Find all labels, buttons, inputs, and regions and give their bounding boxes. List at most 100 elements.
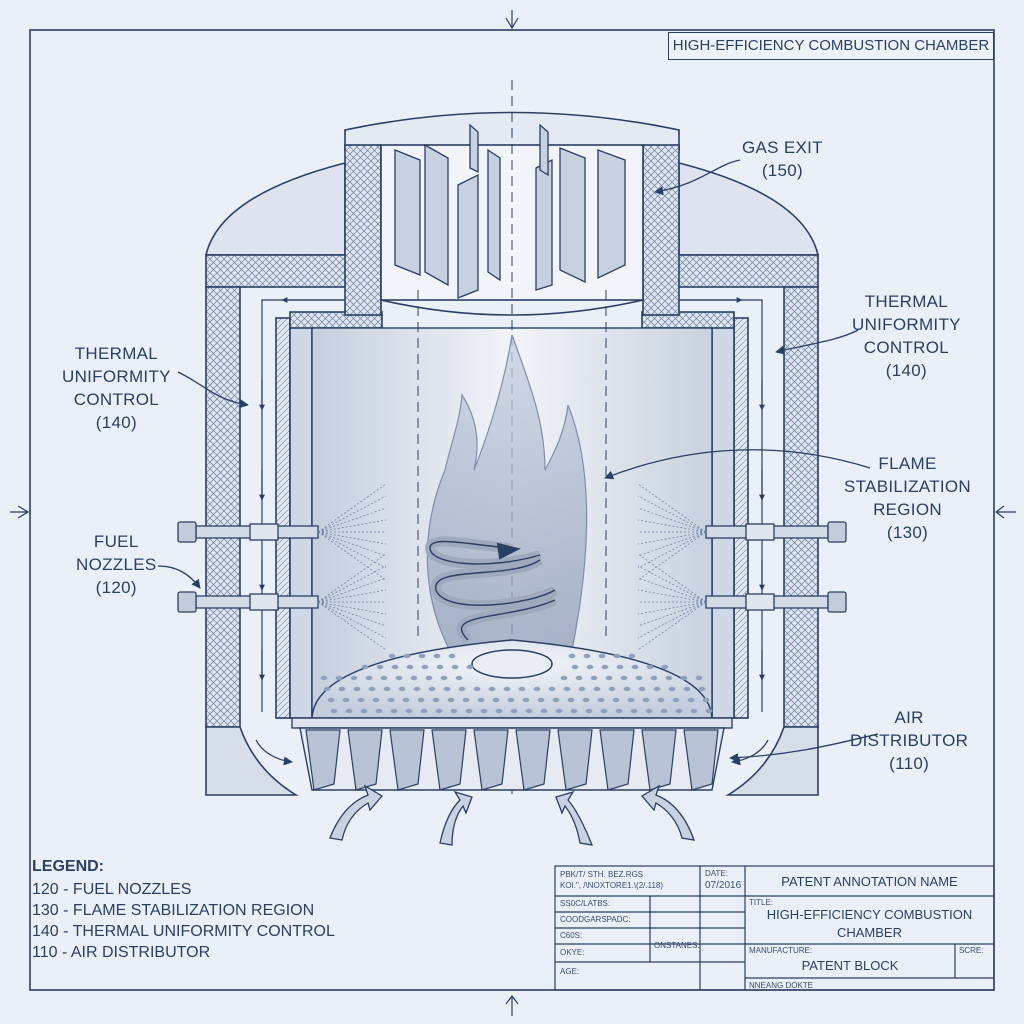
perforation-hole (519, 687, 526, 691)
perforation-hole (456, 676, 463, 680)
perforation-hole (614, 654, 621, 658)
perforation-hole (616, 709, 623, 713)
perforation-hole (321, 676, 328, 680)
perforation-hole (422, 665, 429, 669)
legend-item: 140 - THERMAL UNIFORMITY CONTROL (32, 921, 335, 942)
perforation-hole (621, 676, 628, 680)
perforation-hole (617, 665, 624, 669)
perforation-hole (361, 709, 368, 713)
perforation-hole (571, 709, 578, 713)
perforation-hole (534, 687, 541, 691)
tb-row-7: NNEANG DOKTE (749, 981, 813, 990)
perforation-hole (351, 676, 358, 680)
perforation-hole (669, 687, 676, 691)
label-thermal-left: THERMAL UNIFORMITY CONTROL (140) (62, 342, 171, 434)
label-fuel-nozzles: FUEL NOZZLES (120) (76, 530, 157, 599)
perforation-hole (466, 709, 473, 713)
perforation-hole (489, 687, 496, 691)
perforation-hole (602, 665, 609, 669)
perforation-hole (358, 698, 365, 702)
perforation-hole (599, 654, 606, 658)
perforation-hole (339, 687, 346, 691)
tb-date: 07/2016 (705, 880, 741, 891)
perforation-hole (441, 676, 448, 680)
perforation-hole (328, 698, 335, 702)
perforation-hole (504, 687, 511, 691)
legend: LEGEND: 120 - FUEL NOZZLES 130 - FLAME S… (32, 856, 335, 963)
perforation-hole (418, 698, 425, 702)
perforation-hole (579, 687, 586, 691)
drawing-title-box: HIGH-EFFICIENCY COMBUSTION CHAMBER (668, 32, 994, 60)
perforation-hole (606, 676, 613, 680)
perforation-hole (448, 698, 455, 702)
nozzle-collar (746, 594, 774, 610)
nozzle-collar (250, 594, 278, 610)
perforation-hole (376, 709, 383, 713)
perforation-hole (564, 687, 571, 691)
perforation-hole (377, 665, 384, 669)
perforation-hole (556, 709, 563, 713)
tb-row-6: AGE: (560, 967, 579, 976)
perforation-hole (474, 687, 481, 691)
perforation-hole (609, 687, 616, 691)
perforation-hole (403, 698, 410, 702)
perforation-hole (628, 698, 635, 702)
tb-row-4: C60S: (560, 931, 582, 940)
perforation-hole (451, 709, 458, 713)
perforation-hole (414, 687, 421, 691)
perforation-hole (478, 698, 485, 702)
perforation-hole (391, 709, 398, 713)
perforation-hole (598, 698, 605, 702)
perforation-hole (569, 654, 576, 658)
perforation-hole (421, 709, 428, 713)
label-flame-region: FLAME STABILIZATION REGION (130) (844, 452, 971, 544)
perforation-hole (493, 698, 500, 702)
perforation-hole (406, 709, 413, 713)
tb-manufacture-label: MANUFACTURE: (749, 946, 812, 955)
perforation-hole (676, 709, 683, 713)
perforation-hole (429, 687, 436, 691)
perforation-hole (568, 698, 575, 702)
perforation-hole (549, 687, 556, 691)
legend-item: 130 - FLAME STABILIZATION REGION (32, 900, 335, 921)
perforation-hole (434, 654, 441, 658)
tb-ref-line-2: KOI.", /\NOXTORE1.\(2/.118) (560, 881, 663, 890)
tb-title-line-1: HIGH-EFFICIENCY COMBUSTION (745, 907, 994, 922)
perforation-hole (584, 654, 591, 658)
tb-row-3: COODGARSPADC: (560, 915, 631, 924)
label-thermal-right: THERMAL UNIFORMITY CONTROL (140) (852, 290, 961, 382)
perforation-hole (691, 709, 698, 713)
perforation-hole (591, 676, 598, 680)
perforation-hole (684, 687, 691, 691)
tb-annotation-name: PATENT ANNOTATION NAME (745, 874, 994, 889)
tb-row-5a: OKYE: (560, 948, 584, 957)
perforation-hole (426, 676, 433, 680)
perforation-hole (647, 665, 654, 669)
perforation-hole (576, 676, 583, 680)
perforation-hole (526, 709, 533, 713)
perforation-hole (662, 665, 669, 669)
perforation-hole (346, 709, 353, 713)
perforation-hole (366, 676, 373, 680)
perforation-hole (436, 709, 443, 713)
perforation-hole (639, 687, 646, 691)
perforation-hole (459, 687, 466, 691)
perforation-hole (561, 676, 568, 680)
perforation-hole (481, 709, 488, 713)
perforation-hole (643, 698, 650, 702)
nozzle-nut (828, 592, 846, 612)
perforation-hole (362, 665, 369, 669)
perforation-hole (399, 687, 406, 691)
tb-date-label: DATE: (705, 869, 728, 878)
nozzle-collar (746, 524, 774, 540)
perforation-hole (666, 676, 673, 680)
perforation-hole (419, 654, 426, 658)
perforation-hole (369, 687, 376, 691)
perforation-hole (658, 698, 665, 702)
tb-row-2: SS0C/LATBS: (560, 899, 610, 908)
perforation-hole (336, 676, 343, 680)
incoming-air-arrows (330, 786, 694, 845)
perforation-hole (444, 687, 451, 691)
perforation-hole (523, 698, 530, 702)
perforation-hole (587, 665, 594, 669)
